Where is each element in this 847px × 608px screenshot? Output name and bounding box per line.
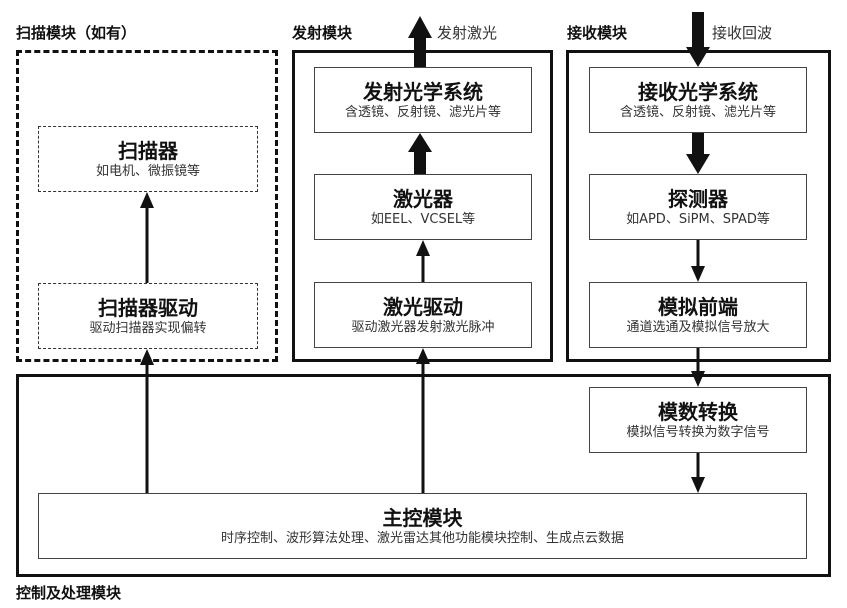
adc-block: 模数转换 模拟信号转换为数字信号 [589,387,807,453]
analog-frontend-block: 模拟前端 通道选通及模拟信号放大 [589,282,807,348]
main-control-block: 主控模块 时序控制、波形算法处理、激光雷达其他功能模块控制、生成点云数据 [38,493,807,559]
laser-driver-subtitle: 驱动激光器发射激光脉冲 [351,319,495,335]
laser-to-optics-arrow [408,133,432,174]
scanner-block: 扫描器 如电机、微振镜等 [38,126,258,192]
analog-frontend-subtitle: 通道选通及模拟信号放大 [626,319,770,335]
emit-optics-subtitle: 含透镜、反射镜、滤光片等 [344,104,501,120]
emit-optics-block: 发射光学系统 含透镜、反射镜、滤光片等 [314,67,532,133]
control-to-scanner-driver-arrow [140,349,154,493]
frontend-to-adc-arrow [691,348,705,387]
adc-title: 模数转换 [658,399,738,424]
laser-driver-title: 激光驱动 [383,294,463,319]
control-to-laser-driver-arrow [416,348,430,493]
scanner-driver-subtitle: 驱动扫描器实现偏转 [89,320,207,336]
emit-module-label: 发射模块 [292,24,353,42]
scanner-subtitle: 如电机、微振镜等 [95,163,200,179]
laser-driver-block: 激光驱动 驱动激光器发射激光脉冲 [314,282,532,348]
detector-subtitle: 如APD、SiPM、SPAD等 [626,211,770,227]
adc-subtitle: 模拟信号转换为数字信号 [626,424,770,440]
scanner-driver-title: 扫描器驱动 [98,295,198,320]
adc-to-main-control-arrow [691,453,705,493]
detector-to-frontend-arrow [691,240,705,282]
receive-module-label: 接收模块 [567,24,628,42]
optics-to-detector-arrow [686,133,710,174]
driver-to-laser-arrow [416,240,430,282]
emit-laser-label: 发射激光 [437,24,498,42]
scanner-driver-block: 扫描器驱动 驱动扫描器实现偏转 [38,283,258,349]
main-control-title: 主控模块 [382,505,463,530]
laser-subtitle: 如EEL、VCSEL等 [370,211,476,227]
scanner-driver-to-scanner-arrow [140,192,154,283]
emit-laser-output-arrow [408,16,432,67]
receive-optics-block: 接收光学系统 含透镜、反射镜、滤光片等 [589,67,807,133]
laser-block: 激光器 如EEL、VCSEL等 [314,174,532,240]
control-module-label: 控制及处理模块 [16,584,122,602]
receive-optics-title: 接收光学系统 [638,79,758,104]
scanner-title: 扫描器 [118,138,178,163]
detector-title: 探测器 [668,186,728,211]
analog-frontend-title: 模拟前端 [658,294,738,319]
laser-title: 激光器 [393,186,453,211]
detector-block: 探测器 如APD、SiPM、SPAD等 [589,174,807,240]
emit-optics-title: 发射光学系统 [363,79,483,104]
scan-module-label: 扫描模块（如有） [16,24,137,42]
receive-echo-input-arrow [686,12,710,67]
main-control-subtitle: 时序控制、波形算法处理、激光雷达其他功能模块控制、生成点云数据 [220,530,624,546]
receive-echo-label: 接收回波 [712,24,773,42]
receive-optics-subtitle: 含透镜、反射镜、滤光片等 [619,104,776,120]
